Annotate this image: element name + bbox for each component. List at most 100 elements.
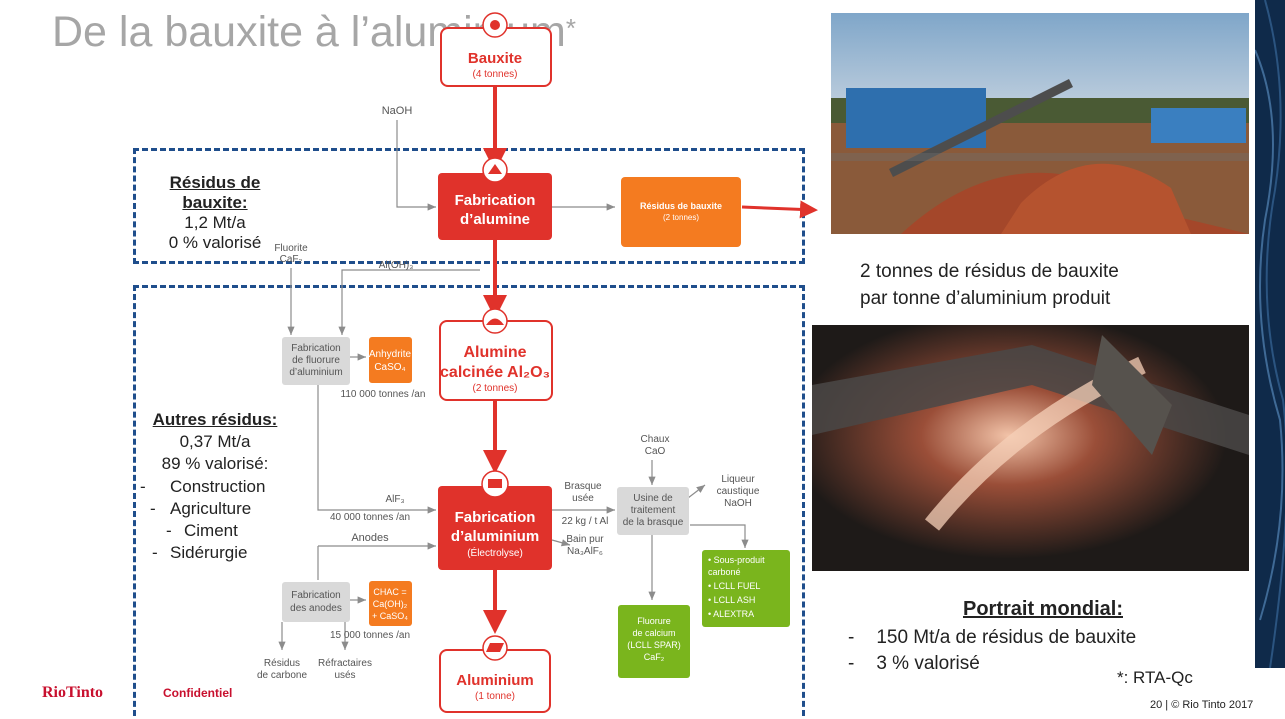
other-residue-group <box>133 285 805 719</box>
svg-text:Fabrication: Fabrication <box>455 509 536 526</box>
use-item: -Agriculture <box>150 499 252 518</box>
svg-text:d’aluminium: d’aluminium <box>289 367 342 378</box>
svg-text:+ CaSO₄: + CaSO₄ <box>372 611 408 621</box>
svg-text:Liqueur: Liqueur <box>721 474 755 485</box>
svg-text:• Sous-produit: • Sous-produit <box>708 555 765 565</box>
svg-text:40 000 tonnes /an: 40 000 tonnes /an <box>330 512 410 523</box>
footnote: *: RTA-Qc <box>1117 668 1193 687</box>
alumina-fab-box: Fabrication d’alumine <box>438 157 552 240</box>
alumina-calcined-box: Alumine calcinée Al₂O₃ (2 tonnes) <box>439 308 553 401</box>
svg-text:Chaux: Chaux <box>641 434 670 445</box>
naoh-label: NaOH <box>382 105 413 117</box>
caption-line-1: 2 tonnes de résidus de bauxite <box>860 261 1119 282</box>
chac-box: CHAC = Ca(OH)₂ + CaSO₄ <box>369 581 412 626</box>
svg-text:traitement: traitement <box>631 505 676 516</box>
svg-text:(Électrolyse): (Électrolyse) <box>467 546 523 559</box>
svg-text:Usine de: Usine de <box>633 493 673 504</box>
other-residue-stats: Autres résidus: 0,37 Mt/a 89 % valorisé: <box>140 409 290 475</box>
aluminium-fab-box: Fabrication d’aluminium (Électrolyse) <box>438 470 552 570</box>
use-item: -Sidérurgie <box>152 543 248 562</box>
residue-caption: 2 tonnes de résidus de bauxite par tonne… <box>860 258 1119 312</box>
aluminium-box: Aluminium (1 tonne) <box>439 635 551 713</box>
bauxite-residue-valorized: 0 % valorisé <box>168 233 262 252</box>
svg-text:des anodes: des anodes <box>290 603 342 614</box>
list-item: -3 % valorisé <box>848 653 980 674</box>
main-flow-arrows <box>483 86 818 634</box>
svg-text:(2 tonnes): (2 tonnes) <box>472 383 517 394</box>
svg-text:Résidus de bauxite: Résidus de bauxite <box>640 201 722 211</box>
svg-text:Na₃AlF₆: Na₃AlF₆ <box>567 546 603 557</box>
svg-text:Fabrication: Fabrication <box>455 192 536 209</box>
bauxite-sub: (4 tonnes) <box>472 69 517 80</box>
title-footnote-mark: * <box>565 13 576 43</box>
anodes-fab-box: Fabrication des anodes <box>282 582 350 622</box>
other-residue-volume: 0,37 Mt/a <box>179 432 251 451</box>
caption-line-2: par tonne d’aluminium produit <box>860 288 1111 309</box>
svg-text:de calcium: de calcium <box>632 628 675 638</box>
svg-text:• ALEXTRA: • ALEXTRA <box>708 609 754 619</box>
svg-text:calcinée Al₂O₃: calcinée Al₂O₃ <box>440 364 550 381</box>
byproduct-box: • Sous-produit carboné • LCLL FUEL • LCL… <box>702 550 790 627</box>
arrow-residue-photo <box>741 200 818 219</box>
bauxite-box: Bauxite (4 tonnes) <box>440 12 552 87</box>
svg-text:Alumine: Alumine <box>463 344 526 361</box>
svg-text:CaF₂: CaF₂ <box>280 254 303 265</box>
svg-text:Aluminium: Aluminium <box>456 672 534 689</box>
fluoride-fab-box: Fabrication de fluorure d’aluminium <box>282 337 350 385</box>
svg-text:AlF₃: AlF₃ <box>385 494 404 505</box>
bauxite-residue-volume: 1,2 Mt/a <box>184 213 246 232</box>
svg-text:de carbone: de carbone <box>257 670 307 681</box>
svg-text:Fabrication: Fabrication <box>291 343 340 354</box>
svg-text:Anodes: Anodes <box>351 532 389 544</box>
svg-text:Bain pur: Bain pur <box>566 534 604 545</box>
svg-text:CaSO₄: CaSO₄ <box>374 362 405 373</box>
svg-text:d’aluminium: d’aluminium <box>451 528 539 545</box>
svg-text:carboné: carboné <box>708 567 741 577</box>
svg-text:Fabrication: Fabrication <box>291 590 340 601</box>
use-item: -Construction <box>140 477 266 496</box>
svg-text:(2 tonnes): (2 tonnes) <box>663 213 699 222</box>
svg-text:Al(OH)₃: Al(OH)₃ <box>379 260 414 271</box>
other-residue-uses: -Construction -Agriculture -Ciment -Sidé… <box>140 476 300 564</box>
svg-text:usés: usés <box>334 670 355 681</box>
svg-text:caustique: caustique <box>717 486 760 497</box>
svg-text:Résidus: Résidus <box>264 658 300 669</box>
svg-text:CHAC =: CHAC = <box>373 587 406 597</box>
svg-text:• LCLL ASH: • LCLL ASH <box>708 595 755 605</box>
svg-text:Anhydrite: Anhydrite <box>369 349 412 360</box>
decorative-side-bar <box>1255 0 1285 668</box>
list-item: -150 Mt/a de résidus de bauxite <box>848 627 1137 648</box>
other-residue-heading: Autres résidus: <box>152 410 278 429</box>
svg-text:NaOH: NaOH <box>724 498 752 509</box>
svg-text:d’alumine: d’alumine <box>460 211 530 228</box>
confidential-label: Confidentiel <box>163 686 233 700</box>
page-number: 20 | © Rio Tinto 2017 <box>1150 699 1254 711</box>
svg-text:usée: usée <box>572 493 594 504</box>
anhydrite-box: Anhydrite CaSO₄ <box>369 337 412 383</box>
bauxite-residue-heading: Résidus de bauxite: <box>169 173 261 212</box>
svg-text:(LCLL SPAR): (LCLL SPAR) <box>627 640 681 650</box>
rio-tinto-logo: RioTinto <box>42 684 104 701</box>
svg-text:Ca(OH)₂: Ca(OH)₂ <box>373 599 408 609</box>
bauxite-residue-stats: Résidus de bauxite: 1,2 Mt/a 0 % valoris… <box>140 173 290 253</box>
treatment-plant-box: Usine de traitement de la brasque <box>617 487 689 535</box>
svg-text:Brasque: Brasque <box>564 481 602 492</box>
calcium-fluoride-box: Fluorure de calcium (LCLL SPAR) CaF₂ <box>618 605 690 678</box>
molten-aluminium-photo <box>812 325 1249 571</box>
world-portrait: Portrait mondial: -150 Mt/a de résidus d… <box>848 598 1238 677</box>
other-residue-valorized: 89 % valorisé: <box>161 454 269 473</box>
svg-text:22 kg / t Al: 22 kg / t Al <box>562 516 609 527</box>
svg-text:de la brasque: de la brasque <box>623 517 684 528</box>
svg-text:(1 tonne): (1 tonne) <box>475 691 515 702</box>
svg-text:Fluorure: Fluorure <box>637 616 671 626</box>
secondary-flow-arrows <box>278 120 749 650</box>
svg-text:• LCLL FUEL: • LCLL FUEL <box>708 581 760 591</box>
svg-text:Fluorite: Fluorite <box>274 243 308 254</box>
residue-site-photo <box>831 13 1249 234</box>
svg-text:110 000 tonnes /an: 110 000 tonnes /an <box>341 389 426 400</box>
portrait-heading: Portrait mondial: <box>962 598 1123 620</box>
use-item: -Ciment <box>166 521 238 540</box>
svg-text:CaF₂: CaF₂ <box>644 652 665 662</box>
svg-text:15 000 tonnes /an: 15 000 tonnes /an <box>330 630 410 641</box>
